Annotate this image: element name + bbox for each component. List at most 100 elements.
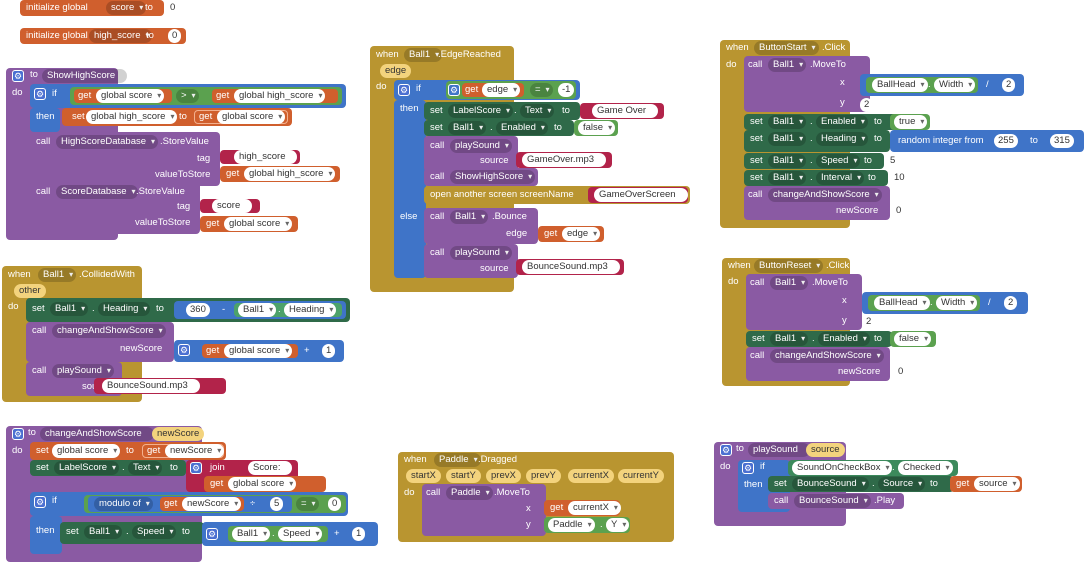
component-dropdown[interactable]: Ball1 bbox=[768, 154, 807, 168]
var-name-field[interactable]: score bbox=[106, 1, 147, 15]
text-field[interactable]: Score: bbox=[248, 461, 293, 475]
component-dropdown[interactable]: Ball1 bbox=[770, 332, 809, 346]
call-changeandshowscore[interactable]: call changeAndShowScore newScore bbox=[744, 186, 890, 220]
text-block[interactable]: GameOver.mp3 bbox=[516, 152, 612, 168]
call-showhighscore[interactable]: call ShowHighScore bbox=[424, 168, 538, 186]
proc-name-field[interactable]: changeAndShowScore bbox=[40, 427, 154, 441]
compare-block[interactable]: ⚙ get edge = -1 bbox=[446, 81, 576, 99]
get-soundoncheckbox-checked[interactable]: SoundOnCheckBox . Checked bbox=[788, 460, 958, 476]
property-dropdown[interactable]: Text bbox=[520, 104, 555, 118]
var-dropdown[interactable]: global score bbox=[96, 89, 165, 103]
math-subtract[interactable]: 360 - Ball1 . Heading bbox=[174, 301, 346, 319]
call-ball-moveto[interactable]: call Ball1 .MoveTo x y bbox=[746, 274, 862, 330]
number-field[interactable]: 360 bbox=[186, 303, 210, 317]
component-dropdown[interactable]: SoundOnCheckBox bbox=[792, 461, 893, 475]
math-add[interactable]: ⚙ get global score + 1 bbox=[174, 340, 344, 362]
component-dropdown[interactable]: Ball1 bbox=[84, 525, 123, 539]
var-dropdown[interactable]: global high_score bbox=[244, 167, 336, 181]
property-dropdown[interactable]: Y bbox=[606, 518, 630, 532]
component-dropdown[interactable]: Ball1 bbox=[768, 115, 807, 129]
get-ballhead-width[interactable]: BallHead . Width bbox=[866, 77, 978, 93]
property-dropdown[interactable]: Text bbox=[128, 461, 163, 475]
text-field[interactable]: high_score bbox=[234, 150, 298, 164]
property-dropdown[interactable]: Checked bbox=[898, 461, 953, 475]
get-block[interactable]: get global score bbox=[74, 89, 172, 103]
property-dropdown[interactable]: Speed bbox=[132, 525, 177, 539]
get-block[interactable]: get global score bbox=[200, 216, 298, 232]
event-param[interactable]: prevX bbox=[486, 469, 521, 483]
number-field[interactable]: 5 bbox=[270, 497, 284, 511]
number-field[interactable]: 2 bbox=[1004, 296, 1018, 310]
number-field[interactable]: 2 bbox=[1002, 78, 1016, 92]
get-block[interactable]: get global score bbox=[194, 110, 288, 124]
set-ball-enabled[interactable]: set Ball1 . Enabled to bbox=[744, 114, 898, 130]
property-dropdown[interactable]: Speed bbox=[278, 527, 323, 541]
number-field[interactable]: 315 bbox=[1050, 134, 1074, 148]
var-dropdown[interactable]: global high_score bbox=[234, 89, 326, 103]
compare-block[interactable]: get global score > get global high_score bbox=[70, 87, 342, 105]
number-field[interactable]: 0 bbox=[894, 365, 908, 379]
text-field[interactable]: Game Over bbox=[592, 104, 659, 118]
math-add[interactable]: ⚙ Ball1 . Speed + 1 bbox=[202, 522, 378, 546]
get-block[interactable]: get global high_score bbox=[212, 89, 338, 103]
set-ball-speed[interactable]: set Ball1 . Speed to bbox=[744, 153, 884, 169]
get-block[interactable]: get global score bbox=[204, 476, 326, 492]
op-dropdown[interactable]: = bbox=[530, 83, 553, 97]
var-dropdown[interactable]: newScore bbox=[182, 497, 242, 511]
call-changeandshowscore[interactable]: call changeAndShowScore newScore bbox=[746, 347, 890, 381]
component-dropdown[interactable]: ButtonStart bbox=[754, 41, 819, 55]
boolean-false[interactable]: false bbox=[574, 120, 618, 136]
set-ball-enabled[interactable]: set Ball1 . Enabled to bbox=[746, 331, 892, 347]
text-block[interactable]: Game Over bbox=[580, 103, 664, 119]
var-dropdown[interactable]: edge bbox=[562, 227, 601, 241]
component-dropdown[interactable]: LabelScore bbox=[448, 104, 514, 118]
property-dropdown[interactable]: Enabled bbox=[818, 332, 870, 346]
init-global-score[interactable]: initialize global score to 0 bbox=[20, 0, 180, 16]
component-dropdown[interactable]: LabelScore bbox=[54, 461, 120, 475]
gear-icon[interactable]: ⚙ bbox=[206, 528, 218, 540]
gear-icon[interactable]: ⚙ bbox=[448, 84, 460, 96]
boolean-true[interactable]: true bbox=[890, 114, 930, 130]
var-dropdown[interactable]: newScore bbox=[165, 444, 225, 458]
text-field[interactable]: score bbox=[212, 199, 253, 213]
set-ball-speed[interactable]: set Ball1 . Speed to bbox=[60, 522, 204, 544]
proc-dropdown[interactable]: playSound bbox=[450, 246, 512, 260]
var-dropdown[interactable]: global score bbox=[224, 217, 293, 231]
component-dropdown[interactable]: BallHead bbox=[874, 296, 930, 310]
gear-icon[interactable]: ⚙ bbox=[742, 462, 754, 474]
math-modulo[interactable]: modulo of get newScore ÷ 5 bbox=[88, 496, 292, 512]
call-playsound[interactable]: call playSound source bbox=[424, 136, 518, 172]
get-block[interactable]: get edge bbox=[538, 226, 604, 242]
property-dropdown[interactable]: Speed bbox=[816, 154, 861, 168]
bool-dropdown[interactable]: false bbox=[578, 121, 616, 135]
op-dropdown[interactable]: = bbox=[296, 497, 319, 511]
var-dropdown[interactable]: global high_score bbox=[86, 110, 178, 124]
set-ball-heading[interactable]: set Ball1 . Heading to bbox=[744, 130, 890, 152]
get-block[interactable]: get currentX bbox=[544, 500, 621, 516]
get-block[interactable]: get newScore bbox=[142, 444, 225, 458]
text-block[interactable]: BounceSound.mp3 bbox=[94, 378, 226, 394]
call-scoredb-storevalue[interactable]: call ScoreDatabase .StoreValue tag value… bbox=[30, 182, 200, 234]
var-name-field[interactable]: high_score bbox=[89, 29, 153, 43]
if-block[interactable]: ⚙ if get global score > get global high_… bbox=[30, 84, 346, 108]
property-dropdown[interactable]: Enabled bbox=[496, 121, 548, 135]
text-field[interactable]: BounceSound.mp3 bbox=[522, 260, 620, 274]
proc-dropdown[interactable]: ShowHighScore bbox=[450, 170, 536, 184]
event-param[interactable]: startX bbox=[406, 469, 441, 483]
proc-dropdown[interactable]: playSound bbox=[450, 139, 512, 153]
get-block[interactable]: get edge bbox=[462, 83, 524, 97]
component-dropdown[interactable]: HighScoreDatabase bbox=[56, 135, 159, 149]
get-block[interactable]: get newScore bbox=[160, 497, 244, 511]
call-bouncesound-play[interactable]: call BounceSound .Play bbox=[768, 493, 904, 509]
event-param[interactable]: edge bbox=[380, 64, 412, 78]
math-divide[interactable]: BallHead . Width / 2 bbox=[860, 74, 1024, 96]
component-dropdown[interactable]: BounceSound bbox=[794, 494, 871, 508]
call-ball-bounce[interactable]: call Ball1 .Bounce edge bbox=[424, 208, 538, 244]
text-block[interactable]: GameOverScreen bbox=[588, 187, 688, 203]
component-dropdown[interactable]: Ball1 bbox=[450, 210, 489, 224]
number-field[interactable]: 10 bbox=[890, 171, 909, 185]
gear-icon[interactable]: ⚙ bbox=[190, 462, 202, 474]
get-ballhead-width[interactable]: BallHead . Width bbox=[868, 295, 980, 311]
property-dropdown[interactable]: Heading bbox=[284, 303, 337, 317]
component-dropdown[interactable]: Paddle bbox=[446, 486, 493, 500]
